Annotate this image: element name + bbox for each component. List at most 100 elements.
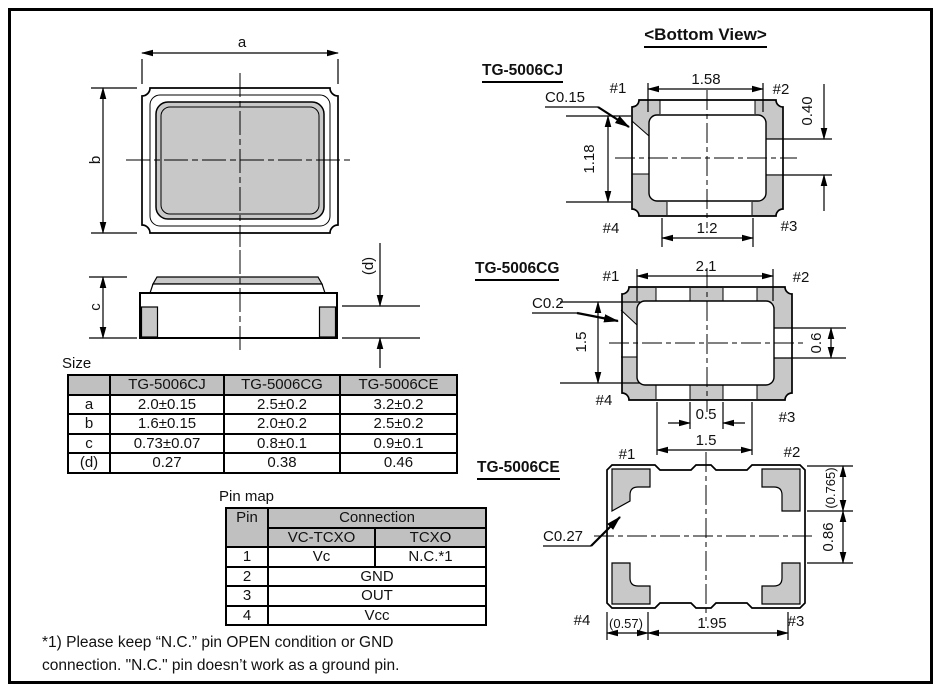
cg-chamfer-label: C0.2 [532,295,564,312]
dim-a-label: a [238,34,247,51]
cj-title: TG-5006CJ [482,62,563,83]
size-cell: 0.73±0.07 [109,432,225,454]
pin-map-subheader-row: VC-TCXO TCXO [226,526,488,548]
cg-chamfer-leader [532,311,619,323]
ce-bottom-view: (0.765) 0.86 (0.57) 1.95 C0.27 #1 #2 #3 … [543,444,853,640]
lid-top-strip [151,276,324,285]
ce-dim-bottom-left: (0.57) [609,616,643,631]
cg-pin3-label: #3 [779,409,796,426]
cg-bottom-view: 2.1 1.5 0.6 0.5 1.5 C0.2 #1 #2 #3 #4 [532,258,846,455]
table-row: c 0.73±0.07 0.8±0.1 0.9±0.1 [67,432,458,454]
footnote-line-2: connection. "N.C." pin doesn’t work as a… [42,657,400,674]
cj-dim-top: 1.58 [691,71,720,88]
table-row: b 1.6±0.15 2.0±0.2 2.5±0.2 [67,413,458,435]
pin-map-table: Pin Connection VC-TCXO TCXO 1 Vc N.C.*1 … [225,507,488,626]
pin-connection: GND [266,565,488,587]
pin-number: 3 [225,585,269,607]
table-row: a 2.0±0.15 2.5±0.2 3.2±0.2 [67,393,458,415]
page-border-frame [8,8,933,684]
ce-title: TG-5006CE [477,459,560,480]
size-table-col-ce: TG-5006CE [339,374,458,396]
size-table-header-row: TG-5006CJ TG-5006CG TG-5006CE [67,374,458,396]
cj-chamfer-line [631,120,650,137]
dim-d-label: (d) [360,257,377,275]
footnote: *1) Please keep “N.C.” pin OPEN conditio… [42,631,512,677]
size-row-label: (d) [67,452,111,474]
size-table-col-cj: TG-5006CJ [109,374,225,396]
table-row: 4 Vcc [225,604,488,626]
size-row-label: b [67,413,111,435]
dim-b-label: b [87,156,104,164]
pin-col-header: Pin [225,507,269,548]
dim-a [141,49,339,84]
bottom-view-heading-wrap: <Bottom View> [608,25,803,48]
cg-title: TG-5006CG [475,260,560,281]
ce-pad-2 [761,468,801,512]
size-cell: 0.8±0.1 [223,432,341,454]
cj-pin3-label: #3 [781,218,798,235]
ce-pin3-label: #3 [788,613,805,630]
ce-dim-right-top: (0.765) [823,467,838,508]
cj-center-lines [615,90,797,228]
table-row: 3 OUT [225,585,488,607]
size-cell: 2.0±0.15 [109,393,225,415]
ce-pin4-label: #4 [574,612,591,629]
size-table-heading: Size [62,355,92,372]
side-pad-right [318,306,337,338]
table-row: 2 GND [225,565,488,587]
pin-map-header-row: Pin Connection [225,507,488,548]
size-cell: 2.0±0.2 [223,413,341,435]
size-table: TG-5006CJ TG-5006CG TG-5006CE a 2.0±0.15… [67,374,458,474]
top-view-drawing: a b [87,34,353,247]
ce-pad-4 [611,562,651,605]
cg-dim-top: 2.1 [696,258,717,275]
package-body-side [139,292,338,339]
cj-bottom-view: 1.58 0.40 1.18 1.2 C0.15 #1 #2 #3 #4 [545,71,832,247]
pin-connection: OUT [266,585,488,607]
size-cell: 2.5±0.2 [339,413,458,435]
cj-dim-bottom: 1.2 [697,220,718,237]
cg-pin4-label: #4 [596,392,613,409]
side-view-drawing: c (d) [87,243,420,368]
cj-chamfer-label: C0.15 [545,89,585,106]
ce-pad-1 [611,468,651,513]
ce-dim-bottom: 1.95 [697,615,726,632]
footnote-line-1: *1) Please keep “N.C.” pin OPEN conditio… [42,634,394,651]
pin-connection: Vc [267,546,376,568]
size-table-corner-cell [67,374,111,396]
cg-dim-bottom: 1.5 [696,432,717,449]
cg-center-lines [609,268,804,412]
cg-pin1-label: #1 [603,268,620,285]
ce-chamfer-leader [543,516,621,547]
dim-d [342,243,420,368]
ce-pin1-label: #1 [619,446,636,463]
size-cell: 3.2±0.2 [339,393,458,415]
size-row-label: a [67,393,111,415]
cg-dim-bottom-inner: 0.5 [696,406,717,423]
bottom-view-heading: <Bottom View> [644,25,767,48]
size-cell: 1.6±0.15 [109,413,225,435]
size-cell: 0.9±0.1 [339,432,458,454]
cj-pin2-label: #2 [773,81,790,98]
pin-number: 2 [225,565,269,587]
tcxo-col-header: TCXO [373,526,488,548]
dim-c-label: c [87,303,104,311]
center-lines [126,73,353,247]
ce-center-lines [594,452,812,621]
cj-chamfer-leader [545,106,630,128]
size-cell: 0.27 [109,452,225,474]
pin-number: 4 [225,604,269,626]
cj-pin1-label: #1 [610,80,627,97]
cg-dim-right: 0.6 [808,333,825,354]
pin-connection: N.C.*1 [373,546,488,568]
table-row: 1 Vc N.C.*1 [225,546,488,568]
size-cell: 2.5±0.2 [223,393,341,415]
ce-pin2-label: #2 [784,444,801,461]
dim-c [89,276,137,339]
cj-pin4-label: #4 [603,220,620,237]
pin-connection: Vcc [266,604,488,626]
size-cell: 0.46 [339,452,458,474]
pin-map-heading: Pin map [219,488,275,505]
